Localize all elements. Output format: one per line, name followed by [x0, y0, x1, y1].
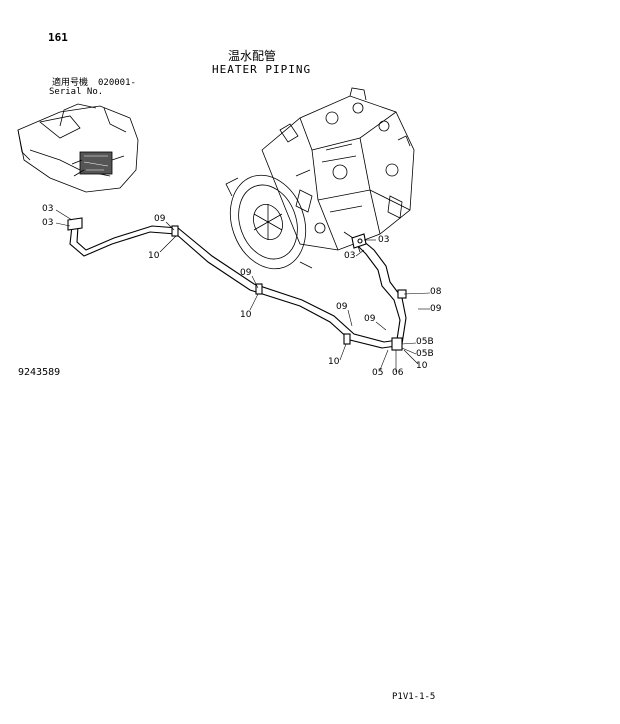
- serial-label-english: Serial No.: [49, 87, 104, 97]
- engine-assembly: [225, 87, 415, 270]
- title-english: HEATER PIPING: [212, 63, 312, 76]
- callout-03: 03: [344, 251, 356, 261]
- callout-08: 08: [430, 287, 442, 297]
- callout-03: 03: [42, 218, 54, 228]
- callout-05: 05: [372, 368, 384, 378]
- callout-06: 06: [392, 368, 404, 378]
- callout-10: 10: [148, 251, 160, 261]
- machine-location-thumbnail: [17, 103, 139, 193]
- serial-label-japanese: 適用号機: [52, 78, 89, 88]
- callout-09: 09: [154, 214, 166, 224]
- serial-value: 020001-: [98, 78, 136, 88]
- heater-hoses: [67, 217, 407, 351]
- figure-number: 9243589: [18, 367, 61, 378]
- callout-03: 03: [378, 235, 390, 245]
- callout-10: 10: [416, 361, 428, 371]
- callout-09: 09: [336, 302, 348, 312]
- callout-09: 09: [430, 304, 442, 314]
- page-number: 161: [48, 31, 68, 44]
- title-japanese: 温水配管: [228, 49, 277, 63]
- callout-leaders: [55, 209, 431, 372]
- callout-09: 09: [240, 268, 252, 278]
- callout-10: 10: [240, 310, 252, 320]
- callout-03: 03: [42, 204, 54, 214]
- callout-05b: 05B: [416, 337, 434, 347]
- callout-09: 09: [364, 314, 376, 324]
- page-reference: P1V1-1-5: [392, 692, 436, 702]
- callout-10: 10: [328, 357, 340, 367]
- callout-05b: 05B: [416, 349, 434, 359]
